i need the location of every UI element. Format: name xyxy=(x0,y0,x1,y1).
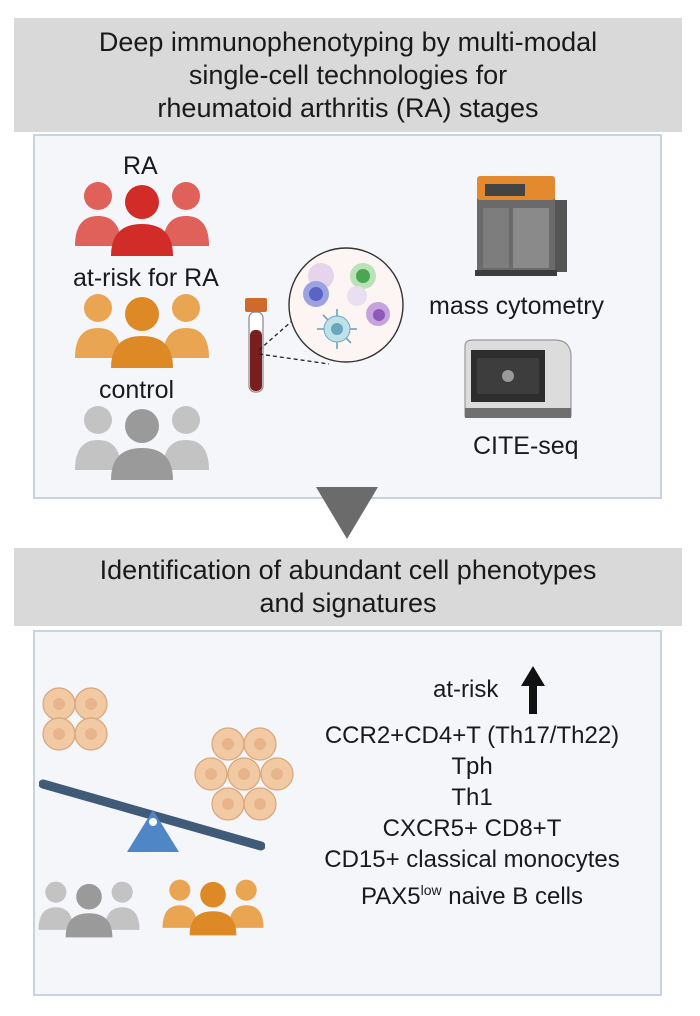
pax5-rest: naive B cells xyxy=(441,883,583,910)
pax5-superscript: low xyxy=(420,882,442,898)
signature-item: CD15+ classical monocytes xyxy=(324,846,620,873)
signature-item: CXCR5+ CD8+T xyxy=(382,815,562,842)
signature-item-pax5: PAX5low naive B cells xyxy=(307,875,637,912)
top-title-line-1: Deep immunophenotyping by multi-modal xyxy=(98,26,598,57)
signature-item: Th1 xyxy=(451,784,493,811)
signature-list: CCR2+CD4+T (Th17/Th22) Tph Th1 CXCR5+ CD… xyxy=(307,720,637,912)
mass-cytometry-label: mass cytometry xyxy=(429,292,605,320)
at-risk-label: at-risk for RA xyxy=(73,264,219,292)
pax5-base: PAX5 xyxy=(360,883,421,910)
at-risk-people-icon xyxy=(75,294,209,368)
bottom-title-banner: Identification of abundant cell phenotyp… xyxy=(14,548,682,626)
bottom-title-line-2: and signatures xyxy=(259,588,437,618)
ra-people-icon xyxy=(75,182,209,256)
mass-cytometer-icon xyxy=(475,176,567,276)
blood-cells-circle-icon xyxy=(288,247,404,363)
at-risk-people-small-icon xyxy=(162,879,264,936)
ra-label: RA xyxy=(123,152,158,180)
cohorts-panel: RA at-risk for RA control xyxy=(33,134,662,499)
control-people-small-icon xyxy=(38,881,140,938)
cite-seq-label: CITE-seq xyxy=(473,432,579,460)
control-people-icon xyxy=(75,406,209,480)
seesaw-icon xyxy=(39,779,265,852)
cell-cluster-large-icon xyxy=(194,727,294,821)
top-title-line-2: single-cell technologies for xyxy=(188,59,508,90)
up-arrow-icon xyxy=(521,666,545,714)
bottom-title-line-1: Identification of abundant cell phenotyp… xyxy=(99,555,597,585)
signature-item: CCR2+CD4+T (Th17/Th22) xyxy=(324,722,620,749)
at-risk-signature-label: at-risk xyxy=(433,676,499,703)
control-label: control xyxy=(99,376,175,404)
down-arrow-icon xyxy=(316,487,378,539)
top-title-banner: Deep immunophenotyping by multi-modal si… xyxy=(14,18,682,132)
cite-seq-instrument-icon xyxy=(464,339,572,418)
blood-tube-icon xyxy=(245,298,267,393)
cell-cluster-small-icon xyxy=(42,687,108,751)
signature-item: Tph xyxy=(451,753,493,780)
top-title-line-3: rheumatoid arthritis (RA) stages xyxy=(157,92,539,123)
signatures-panel: at-risk CCR2+CD4+T (Th17/Th22) Tph Th1 C… xyxy=(33,630,662,996)
